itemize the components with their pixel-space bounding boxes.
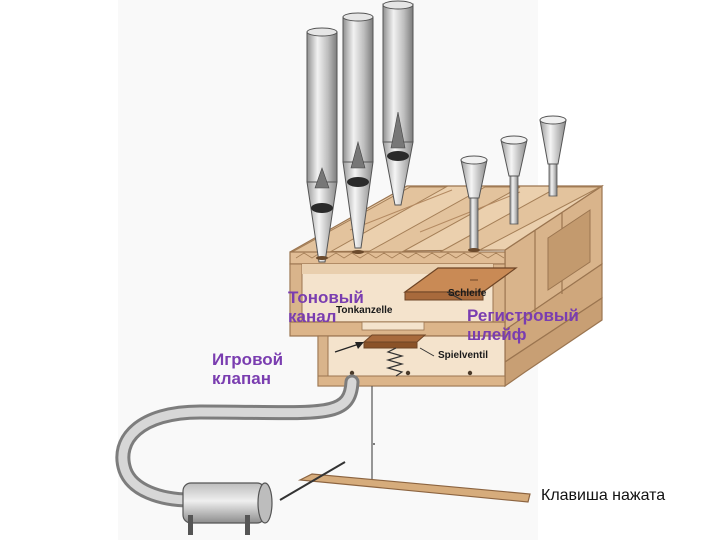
register-slider (403, 267, 518, 301)
tone-channel-line-1: Тоновый (288, 288, 364, 307)
play-valve-label: Игровой клапан (212, 350, 283, 388)
tracker-wire (371, 386, 375, 487)
flue-pipes (306, 0, 414, 263)
register-slider-label: Регистровый шлейф (467, 306, 579, 344)
wind-supply (115, 374, 360, 535)
tone-channel-line-2: канал (288, 307, 337, 326)
spielventil-label: Spielventil (438, 350, 489, 361)
register-slider-line-1: Регистровый (467, 306, 579, 325)
play-valve (334, 334, 435, 377)
schleife-label: Schleife (448, 288, 487, 299)
organ-key (279, 461, 531, 503)
pipe-holes (316, 248, 480, 260)
windchest-box (289, 184, 604, 388)
tone-channel-label: Тоновый канал (288, 288, 364, 326)
register-slider-line-2: шлейф (467, 325, 527, 344)
play-valve-line-1: Игровой (212, 350, 284, 369)
reed-pipes (460, 115, 567, 251)
key-pressed-caption: Клавиша нажата (541, 487, 666, 504)
play-valve-line-2: клапан (212, 369, 271, 388)
tonkanzelle-label: Tonkanzelle (336, 305, 393, 316)
